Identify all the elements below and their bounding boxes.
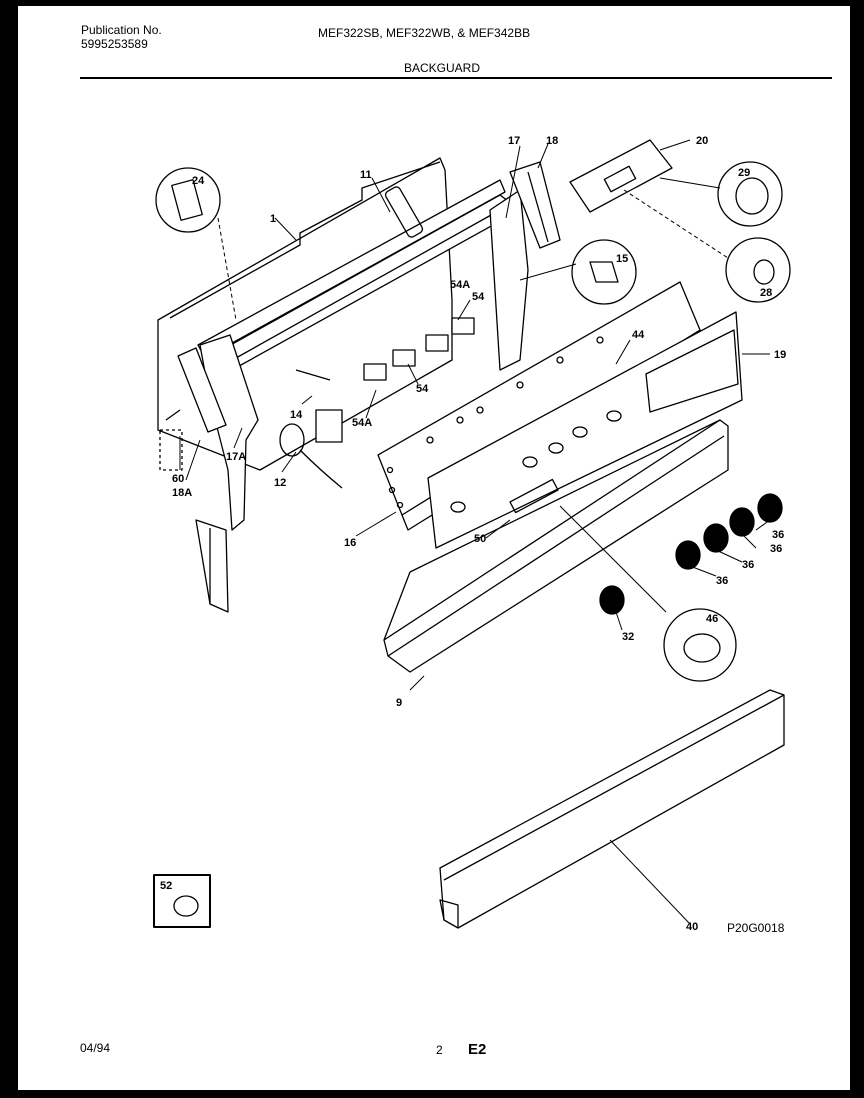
callout-20: 20 [696, 135, 708, 147]
control-panel [427, 311, 743, 549]
control-knobs [599, 493, 783, 615]
publication-number: 5995253589 [81, 37, 148, 51]
callout-46: 46 [706, 613, 718, 625]
inset-box-52 [153, 874, 211, 928]
footer-page: 2 [436, 1043, 443, 1057]
inset-circles [155, 161, 791, 682]
callout-54a-b: 54A [352, 417, 372, 429]
inset-box-52-part [173, 895, 199, 917]
callout-18a: 18A [172, 487, 192, 499]
infinite-switches [363, 317, 475, 381]
callout-36-d: 36 [716, 575, 728, 587]
callout-17a: 17A [226, 451, 246, 463]
left-bracket [177, 334, 259, 613]
callout-12: 12 [274, 477, 286, 489]
callout-36-b: 36 [770, 543, 782, 555]
publication-label: Publication No. [81, 23, 162, 37]
lower-trim [383, 419, 729, 673]
callout-40: 40 [686, 921, 698, 933]
callout-9: 9 [396, 697, 402, 709]
callout-54a-a: 54A [450, 279, 470, 291]
callout-28: 28 [760, 287, 772, 299]
callout-24: 24 [192, 175, 205, 187]
callout-16: 16 [344, 537, 356, 549]
leader-lines [179, 139, 771, 925]
thermostat [279, 369, 343, 489]
callout-18: 18 [546, 135, 558, 147]
callout-19: 19 [774, 349, 786, 361]
right-upright [489, 161, 561, 371]
callout-44: 44 [632, 329, 645, 341]
bottom-trim [439, 689, 785, 929]
callout-32: 32 [622, 631, 634, 643]
footer-date: 04/94 [80, 1041, 111, 1055]
callout-50: 50 [474, 533, 486, 545]
callout-60: 60 [172, 473, 184, 485]
bracket-20-grille [603, 165, 637, 193]
drawing-code: P20G0018 [727, 921, 785, 935]
callout-54-a: 54 [472, 291, 485, 303]
callout-15: 15 [616, 253, 628, 265]
footer-section: E2 [468, 1041, 487, 1058]
bracket-20 [569, 139, 673, 213]
callout-29: 29 [738, 167, 750, 179]
callout-1: 1 [270, 213, 276, 225]
section-title: BACKGUARD [404, 61, 481, 75]
callout-36-c: 36 [742, 559, 754, 571]
callout-36-a: 36 [772, 529, 784, 541]
callout-52: 52 [160, 880, 172, 892]
callout-14: 14 [290, 409, 303, 421]
callout-17: 17 [508, 135, 520, 147]
model-numbers: MEF322SB, MEF322WB, & MEF342BB [318, 26, 531, 40]
screw-60 [159, 409, 183, 471]
callout-11: 11 [360, 169, 372, 181]
callout-54-b: 54 [416, 383, 429, 395]
callout-labels: 1 9 11 12 14 15 16 17 17A 18 18A 19 20 2… [160, 135, 786, 933]
